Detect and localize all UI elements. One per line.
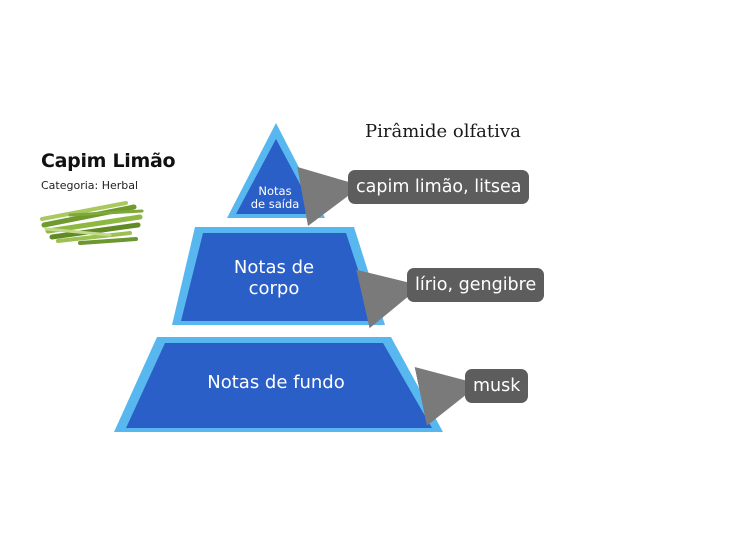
tier-middle-label-line2: corpo xyxy=(248,277,300,299)
top-notes-box: capim limão, litsea xyxy=(348,170,530,204)
diagram-title: Pirâmide olfativa xyxy=(365,121,521,142)
arrow-top xyxy=(297,166,362,226)
base-notes-box: musk xyxy=(465,369,529,403)
lemongrass-image xyxy=(40,201,144,245)
tier-top-label-line2: de saída xyxy=(250,197,300,212)
tier-top-label: Notas de saída xyxy=(232,184,318,212)
middle-notes-box: lírio, gengibre xyxy=(407,268,545,302)
product-category: Categoria: Herbal xyxy=(41,179,139,192)
arrow-middle xyxy=(356,269,422,329)
tier-middle-label-line1: Notas de xyxy=(233,257,315,278)
product-name: Capim Limão xyxy=(41,150,176,172)
tier-base-label: Notas de fundo xyxy=(207,372,345,393)
tier-top-label-line1: Notas xyxy=(258,184,292,198)
tier-middle-label: Notas de corpo xyxy=(190,257,358,299)
arrow-base xyxy=(414,366,480,426)
